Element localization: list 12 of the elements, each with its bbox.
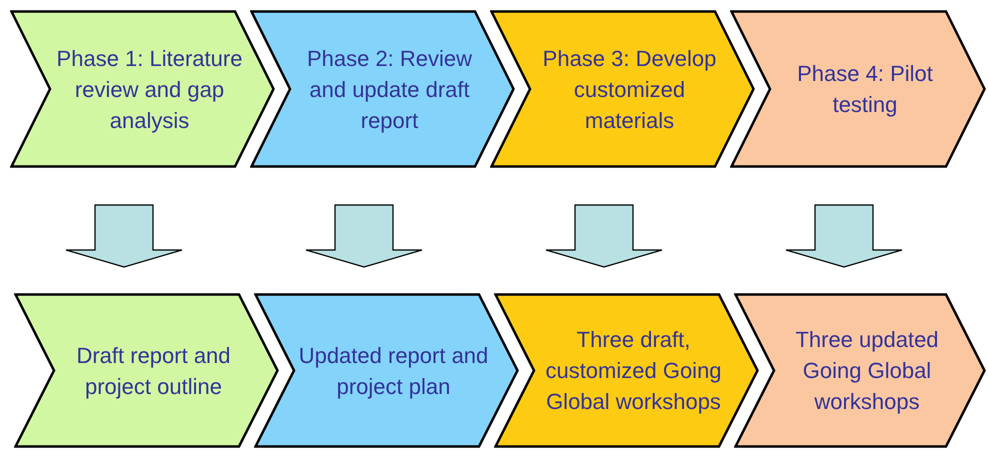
block-arrow	[785, 204, 903, 268]
chevron-text: Phase 2: Review and update draft report	[306, 44, 474, 135]
block-arrow	[545, 204, 663, 268]
chevron-text: Three updated Going Global workshops	[794, 326, 940, 416]
chevron-text: Three draft, customized Going Global workshops	[544, 326, 723, 416]
chevron-text: Updated report and project plan	[298, 342, 489, 401]
block-arrow	[65, 204, 183, 268]
chevron-text: Draft report and project outline	[75, 342, 232, 401]
chevron-text: Phase 1: Literature review and gap analysis	[56, 44, 244, 135]
chevron-text: Phase 4: Pilot testing	[796, 60, 934, 119]
block-arrow	[305, 204, 423, 268]
chevron-text: Phase 3: Develop customized materials	[542, 44, 718, 134]
